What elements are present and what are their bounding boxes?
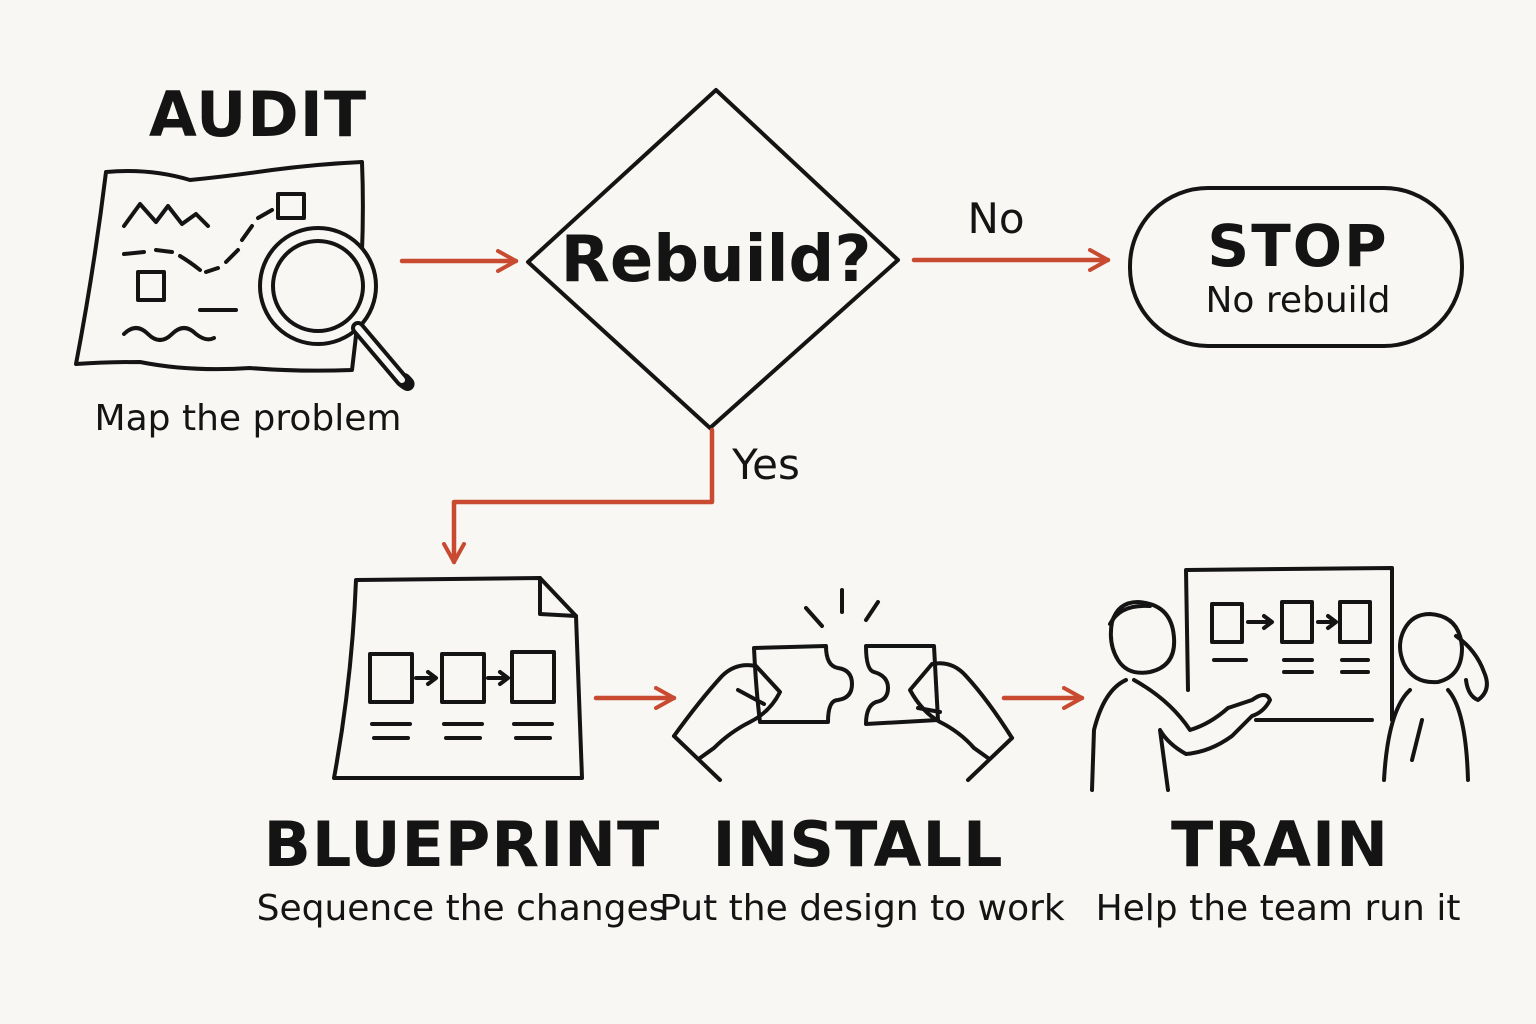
edge-label-yes: Yes [732,440,800,489]
blueprint-subtitle: Sequence the changes [256,888,668,929]
stop-terminal [1128,186,1464,348]
audit-subtitle: Map the problem [94,398,402,439]
map-magnifier-icon [74,160,415,391]
puzzle-hands-icon [672,588,1014,782]
train-subtitle: Help the team run it [1095,888,1461,929]
blueprint-title: BLUEPRINT [263,808,661,881]
stop-title: STOP [1207,212,1389,280]
install-subtitle: Put the design to work [659,888,1065,929]
arrow-decision-to-blueprint [442,427,715,565]
edge-label-no: No [967,194,1025,243]
decision-label: Rebuild? [560,223,872,297]
blueprint-document-icon [332,576,584,780]
audit-title: AUDIT [148,78,368,151]
install-title: INSTALL [712,808,1004,881]
team-presentation-icon [1090,566,1489,792]
train-title: TRAIN [1171,808,1389,881]
decision-diamond [526,88,900,430]
stop-subtitle: No rebuild [1205,280,1391,321]
